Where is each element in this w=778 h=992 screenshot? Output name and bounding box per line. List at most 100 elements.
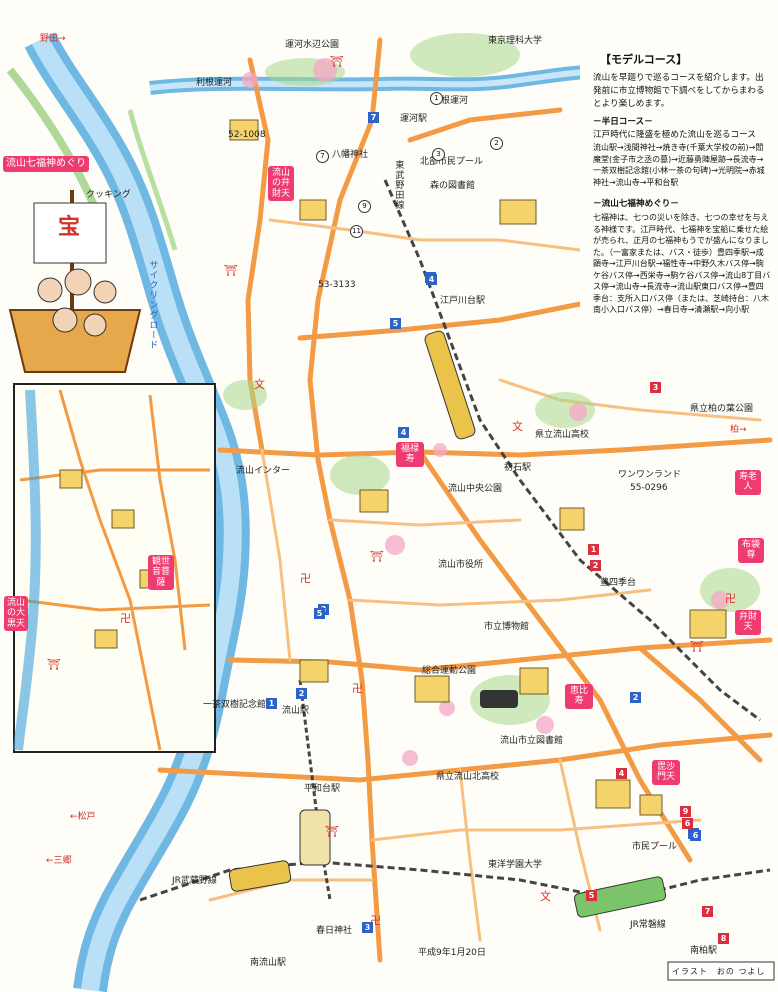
red-badge-3: 3 <box>650 382 661 393</box>
treasure-character: 宝 <box>58 215 81 240</box>
label-prefectural-high: 県立流山高校 <box>535 430 590 440</box>
blue-badge-5b: 5 <box>314 608 325 619</box>
course-frame <box>580 40 775 350</box>
label-jr-musashino: JR武蔵野線 <box>172 876 217 886</box>
label-phone-b: 53-3133 <box>318 280 356 290</box>
label-nagareyama-central: 流山中央公園 <box>448 484 503 494</box>
label-phone-a: 52-1008 <box>228 130 266 140</box>
treasure-ship <box>8 190 142 373</box>
model-course-heading: 【モデルコース】 <box>600 53 688 66</box>
blue-badge-7: 7 <box>368 112 379 123</box>
label-shimin-pool: 市民プール <box>632 842 678 852</box>
inset-frame <box>13 383 216 753</box>
label-jr-joban: JR常磐線 <box>630 920 666 930</box>
label-tone-canal: 利根運河 <box>196 78 233 88</box>
road-north <box>407 107 563 143</box>
label-minami-kashiwa: 南柏駅 <box>690 946 718 956</box>
label-tone-canal-2: 利根運河 <box>432 96 469 106</box>
road-diag-2 <box>637 645 763 763</box>
shrine-icon: ⛩ <box>330 55 344 68</box>
label-kitachiba-pool: 北部市民プール <box>420 157 484 167</box>
label-hatsuishi-station: 初石駅 <box>504 463 532 473</box>
temple-icon: 卍 <box>725 592 736 605</box>
label-cycling-road: サイクリングロード <box>147 260 158 350</box>
label-date: 平成9年1月20日 <box>418 948 486 958</box>
label-unga-station: 運河駅 <box>400 114 428 124</box>
blue-badge-5: 5 <box>390 318 401 329</box>
tobu-noda-line <box>383 179 761 722</box>
half-day-route: 流山駅→浅間神社→焼き寺(千葉大学校の前)→閻魔堂(金子市之丞の墓)→近藤勇陣屋… <box>593 143 765 187</box>
course-stop-3: 3 <box>432 148 445 161</box>
blue-badge-3b: 3 <box>362 922 373 933</box>
course-stop-7: 7 <box>316 150 329 163</box>
road-cross-1 <box>217 437 773 458</box>
blue-badge-2: 2 <box>296 688 307 699</box>
model-course-intro: 流山を早廻りで巡るコースを紹介します。出発前に市立博物館で下調べをしてからまわる… <box>593 73 765 109</box>
school-icon: 文 <box>540 890 551 903</box>
half-day-subtitle: 江戸時代に隆盛を極めた流山を巡るコース <box>593 130 756 140</box>
temple-icon: 卍 <box>300 572 311 585</box>
banner-nagareyama-kaido: 流山の弁財天 <box>268 166 294 202</box>
temple-icon: 卍 <box>120 612 131 625</box>
banner-miyuki: 観世音菩薩 <box>148 555 174 591</box>
ryutetsu-line <box>298 679 332 901</box>
red-badge-9: 9 <box>680 806 691 817</box>
blue-badge-1: 1 <box>266 698 277 709</box>
red-badge-6: 6 <box>682 818 693 829</box>
label-unga-park: 運河水辺公園 <box>285 40 340 50</box>
shrine-icon: ⛩ <box>370 550 384 563</box>
seven-gods-course-text: 七福神は、七つの災いを除き、七つの幸せを与える神様です。江戸時代、七福神を宝船に… <box>593 213 771 314</box>
shrine-icon: ⛩ <box>325 825 339 838</box>
school-icon: 文 <box>512 420 523 433</box>
blue-badge-2b: 2 <box>630 692 641 703</box>
label-pref-park: 県立柏の葉公園 <box>690 404 754 414</box>
label-tobu-noda: 東武野田線 <box>393 160 404 210</box>
label-misato-arrow: ←三郷 <box>46 856 72 866</box>
red-badge-7: 7 <box>702 906 713 917</box>
label-matsudo-arrow: ←松戸 <box>70 812 96 822</box>
label-cooking: クッキング <box>86 190 131 200</box>
blue-badge-6b: 6 <box>690 830 701 841</box>
shrine-icon: ⛩ <box>47 658 61 671</box>
road-diag-1 <box>417 449 693 863</box>
course-stop-2: 2 <box>490 137 503 150</box>
jr-musashino-line <box>139 860 771 902</box>
blue-badge-4: 4 <box>398 427 409 438</box>
label-toyoshiki: 豊四季台 <box>600 578 637 588</box>
label-nagareyama-station: 流山駅 <box>282 706 310 716</box>
temple-icon: 卍 <box>370 914 381 927</box>
banner-hotei: 布袋尊 <box>738 538 764 563</box>
label-kashiwa-arrow: 柏→ <box>730 425 747 435</box>
label-sports-park: 総合運動公園 <box>422 666 477 676</box>
banner-shiroi: 弁財天 <box>735 610 761 635</box>
course-stop-1: 1 <box>430 92 443 105</box>
label-rikkyo: 東京理科大学 <box>488 36 543 46</box>
label-kasuga-north-high: 県立流山北高校 <box>436 772 500 782</box>
red-badge-4: 4 <box>616 768 627 779</box>
banner-okina: 寿老人 <box>735 470 761 495</box>
shrine-icon: ⛩ <box>224 264 238 277</box>
label-city-hall: 流山市役所 <box>438 560 484 570</box>
label-hachiman: 八幡神社 <box>332 150 369 160</box>
red-badge-2: 2 <box>590 560 601 571</box>
road-main-1 <box>307 37 383 963</box>
illustration-credit: イラスト おの つよし <box>672 967 766 976</box>
label-phone-wan: 55-0296 <box>630 483 668 493</box>
red-badge-1: 1 <box>588 544 599 555</box>
seven-gods-course-title: －流山七福神めぐり－ <box>593 199 679 209</box>
course-stop-11: 11 <box>350 225 363 238</box>
label-noda-arrow: 野田→ <box>40 34 66 44</box>
label-library: 流山市立図書館 <box>500 736 564 746</box>
banner-seimei: 福禄寿 <box>396 442 424 467</box>
banner-koryu: 恵比寿 <box>565 684 593 709</box>
label-edogawadai-station: 江戸川台駅 <box>440 296 486 306</box>
label-tokyo-kasei: 東洋学園大学 <box>488 860 543 870</box>
half-day-title: －半日コース－ <box>593 117 653 127</box>
school-icon: 文 <box>254 378 265 391</box>
label-heiwadai-station: 平和台駅 <box>304 784 341 794</box>
shrine-icon: ⛩ <box>690 640 704 653</box>
red-badge-5: 5 <box>586 890 597 901</box>
blue-badge-4b: 4 <box>426 274 437 285</box>
